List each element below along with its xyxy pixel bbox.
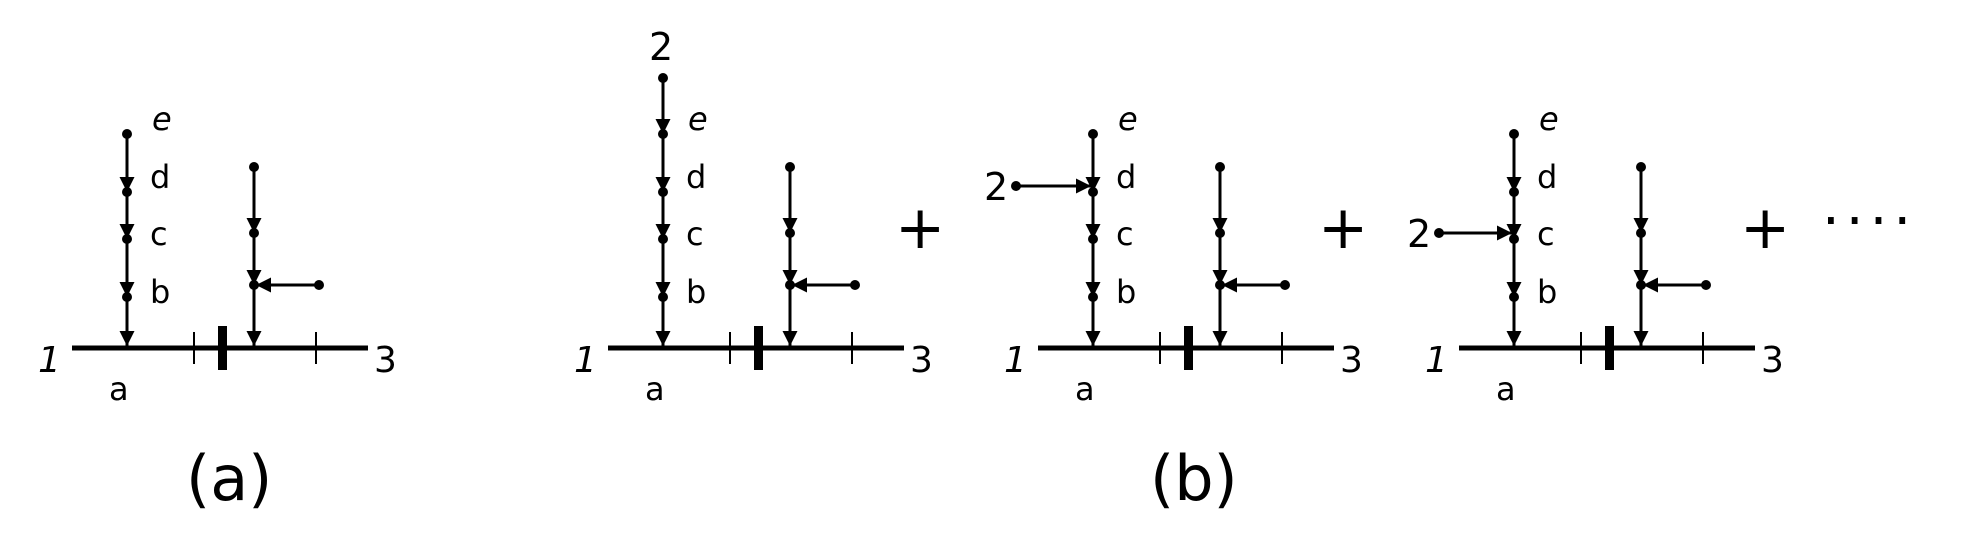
label-3: 3 <box>374 340 397 381</box>
label-b: b <box>686 273 706 311</box>
label-3: 3 <box>1761 340 1784 381</box>
dot-e <box>1088 129 1098 139</box>
label-c: c <box>150 215 168 253</box>
dot-right-top <box>249 162 259 172</box>
label-c: c <box>686 215 704 253</box>
plus-2: + <box>1318 193 1368 263</box>
label-a: a <box>1075 370 1095 408</box>
dot-right-mid <box>1636 228 1646 238</box>
dot-right-top <box>1215 162 1225 172</box>
label-c: c <box>1537 215 1555 253</box>
label-1: 1 <box>574 340 597 381</box>
label-e: e <box>1118 100 1138 138</box>
dot-e <box>658 129 668 139</box>
dot-right-mid <box>1215 228 1225 238</box>
dot-2 <box>1434 228 1444 238</box>
dot-right-mid <box>785 228 795 238</box>
label-1: 1 <box>1425 340 1448 381</box>
label-2: 2 <box>649 25 673 69</box>
dot-e <box>122 129 132 139</box>
label-d: d <box>686 158 706 196</box>
label-b: b <box>1537 273 1557 311</box>
dot-b <box>1509 292 1519 302</box>
label-1: 1 <box>38 340 61 381</box>
dot-incoming <box>1280 280 1290 290</box>
diagram-b-term-3: 2 e d c b 1 3 a <box>1407 100 1784 408</box>
dot-incoming <box>1701 280 1711 290</box>
cut-mark <box>1605 326 1614 370</box>
dot-d <box>658 187 668 197</box>
cut-mark <box>218 326 227 370</box>
label-e: e <box>1539 100 1559 138</box>
label-d: d <box>1116 158 1136 196</box>
dot-2 <box>658 73 668 83</box>
dot-d <box>1088 187 1098 197</box>
label-3: 3 <box>910 340 933 381</box>
label-a: a <box>645 370 665 408</box>
dot-right-top <box>1636 162 1646 172</box>
label-3: 3 <box>1340 340 1363 381</box>
label-1: 1 <box>1004 340 1027 381</box>
label-d: d <box>150 158 170 196</box>
dot-e <box>1509 129 1519 139</box>
label-a: a <box>1496 370 1516 408</box>
diagram-b-term-2: 2 e d c b 1 3 a <box>984 100 1363 408</box>
caption-b: (b) <box>1150 442 1238 515</box>
dot-2 <box>1011 181 1021 191</box>
label-b: b <box>1116 273 1136 311</box>
label-b: b <box>150 273 170 311</box>
dot-right-mid <box>249 228 259 238</box>
dot-b <box>658 292 668 302</box>
label-d: d <box>1537 158 1557 196</box>
dot-b <box>1088 292 1098 302</box>
plus-1: + <box>895 193 945 263</box>
cut-mark <box>754 326 763 370</box>
diagram-a: e d c b 1 3 a (a) <box>38 100 397 515</box>
label-2: 2 <box>1407 212 1431 256</box>
dot-c <box>1088 234 1098 244</box>
dot-d <box>1509 187 1519 197</box>
dot-d <box>122 187 132 197</box>
label-e: e <box>688 100 708 138</box>
dot-right-top <box>785 162 795 172</box>
label-c: c <box>1116 215 1134 253</box>
dot-incoming <box>314 280 324 290</box>
label-2: 2 <box>984 165 1008 209</box>
cut-mark <box>1184 326 1193 370</box>
label-a: a <box>109 370 129 408</box>
diagram-b-term-1: 2 e d c b 1 3 a <box>574 25 933 408</box>
dot-c <box>658 234 668 244</box>
plus-3: + <box>1740 193 1790 263</box>
label-e: e <box>152 100 172 138</box>
dot-incoming <box>850 280 860 290</box>
dot-c <box>1509 234 1519 244</box>
dot-c <box>122 234 132 244</box>
ellipsis: ···· <box>1822 189 1917 254</box>
caption-a: (a) <box>186 442 272 515</box>
dot-b <box>122 292 132 302</box>
